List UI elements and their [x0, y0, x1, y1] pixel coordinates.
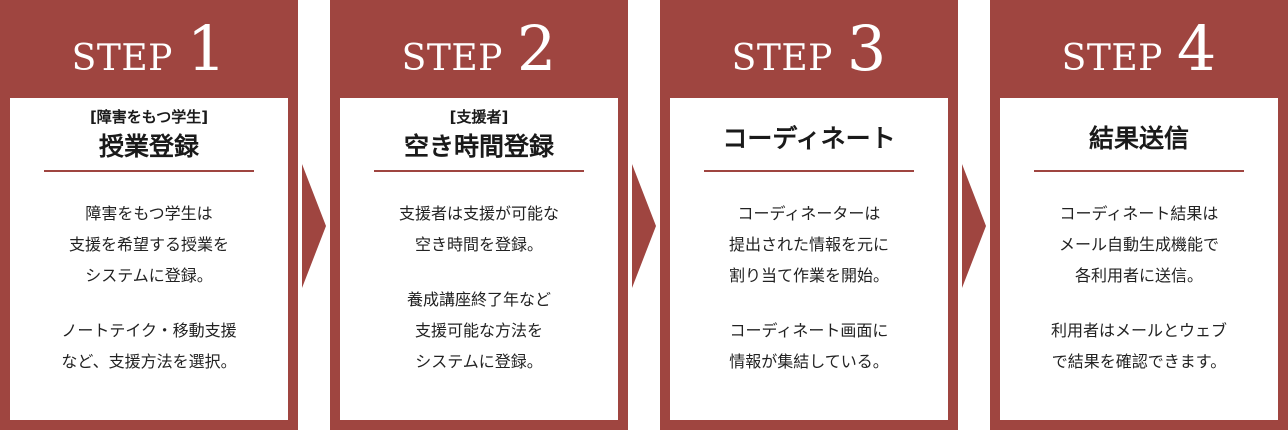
description-paragraph: コーディネート画面に 情報が集結している。: [670, 315, 948, 377]
step-description: 支援者は支援が可能な 空き時間を登録。 養成講座終了年など 支援可能な方法を シ…: [340, 198, 618, 377]
description-line: 利用者はメールとウェブ: [1050, 321, 1227, 340]
step-1-card: [障害をもつ学生] 授業登録 障害をもつ学生は 支援を希望する授業を システムに…: [10, 98, 288, 420]
step-number: 2: [516, 12, 557, 85]
step-number: 3: [846, 12, 887, 85]
description-line: コーディネート結果は: [1059, 204, 1219, 223]
description-paragraph: 障害をもつ学生は 支援を希望する授業を システムに登録。: [10, 198, 288, 291]
description-paragraph: コーディネート結果は メール自動生成機能で 各利用者に送信。: [1000, 198, 1278, 291]
description-paragraph: ノートテイク・移動支援 など、支援方法を選択。: [10, 315, 288, 377]
step-description: コーディネーターは 提出された情報を元に 割り当て作業を開始。 コーディネート画…: [670, 198, 948, 377]
step-description: 障害をもつ学生は 支援を希望する授業を システムに登録。 ノートテイク・移動支援…: [10, 198, 288, 377]
step-title-block: [障害をもつ学生] 授業登録: [10, 98, 288, 170]
step-4-card: 結果送信 コーディネート結果は メール自動生成機能で 各利用者に送信。 利用者は…: [1000, 98, 1278, 420]
description-line: ノートテイク・移動支援: [61, 321, 237, 340]
step-2-card: [支援者] 空き時間登録 支援者は支援が可能な 空き時間を登録。 養成講座終了年…: [340, 98, 618, 420]
title-divider: [374, 170, 584, 172]
description-paragraph: 利用者はメールとウェブ で結果を確認できます。: [1000, 315, 1278, 377]
description-line: 支援を希望する授業を: [68, 235, 229, 254]
description-line: システムに登録。: [415, 352, 543, 371]
description-line: コーディネート画面に: [729, 321, 889, 340]
step-subtitle: [障害をもつ学生]: [89, 108, 209, 126]
arrow-right-icon: [962, 164, 986, 288]
description-line: など、支援方法を選択。: [61, 352, 237, 371]
step-title: 結果送信: [1088, 124, 1189, 153]
description-line: メール自動生成機能で: [1058, 235, 1219, 254]
description-line: で結果を確認できます。: [1051, 352, 1227, 371]
step-title-block: コーディネート: [670, 98, 948, 170]
description-paragraph: コーディネーターは 提出された情報を元に 割り当て作業を開始。: [670, 198, 948, 291]
step-description: コーディネート結果は メール自動生成機能で 各利用者に送信。 利用者はメールとウ…: [1000, 198, 1278, 377]
step-number: 1: [186, 12, 227, 85]
description-line: 提出された情報を元に: [728, 235, 889, 254]
description-line: 支援可能な方法を: [414, 321, 543, 340]
step-title: 授業登録: [98, 132, 199, 161]
step-label: STEP: [71, 38, 173, 79]
description-paragraph: 支援者は支援が可能な 空き時間を登録。: [340, 198, 618, 260]
step-3-card: コーディネート コーディネーターは 提出された情報を元に 割り当て作業を開始。 …: [670, 98, 948, 420]
description-line: 支援者は支援が可能な: [398, 204, 559, 223]
step-title: コーディネート: [722, 124, 896, 153]
description-line: 養成講座終了年など: [406, 290, 551, 309]
description-line: 情報が集結している。: [729, 352, 889, 371]
description-line: 各利用者に送信。: [1074, 266, 1203, 285]
step-title-block: [支援者] 空き時間登録: [340, 98, 618, 170]
step-number: 4: [1176, 12, 1217, 85]
description-line: コーディネーターは: [737, 204, 881, 223]
step-label: STEP: [1061, 38, 1163, 79]
arrow-right-icon: [302, 164, 326, 288]
step-subtitle: [支援者]: [449, 108, 509, 126]
step-title-block: 結果送信: [1000, 98, 1278, 170]
description-line: 障害をもつ学生は: [85, 204, 213, 223]
arrow-right-icon: [632, 164, 656, 288]
description-line: 割り当て作業を開始。: [728, 266, 889, 285]
description-paragraph: 養成講座終了年など 支援可能な方法を システムに登録。: [340, 284, 618, 377]
title-divider: [704, 170, 914, 172]
description-line: 空き時間を登録。: [414, 235, 543, 254]
step-title: 空き時間登録: [403, 132, 554, 161]
step-label: STEP: [401, 38, 503, 79]
description-line: システムに登録。: [85, 266, 213, 285]
step-label: STEP: [731, 38, 833, 79]
title-divider: [1034, 170, 1244, 172]
title-divider: [44, 170, 254, 172]
